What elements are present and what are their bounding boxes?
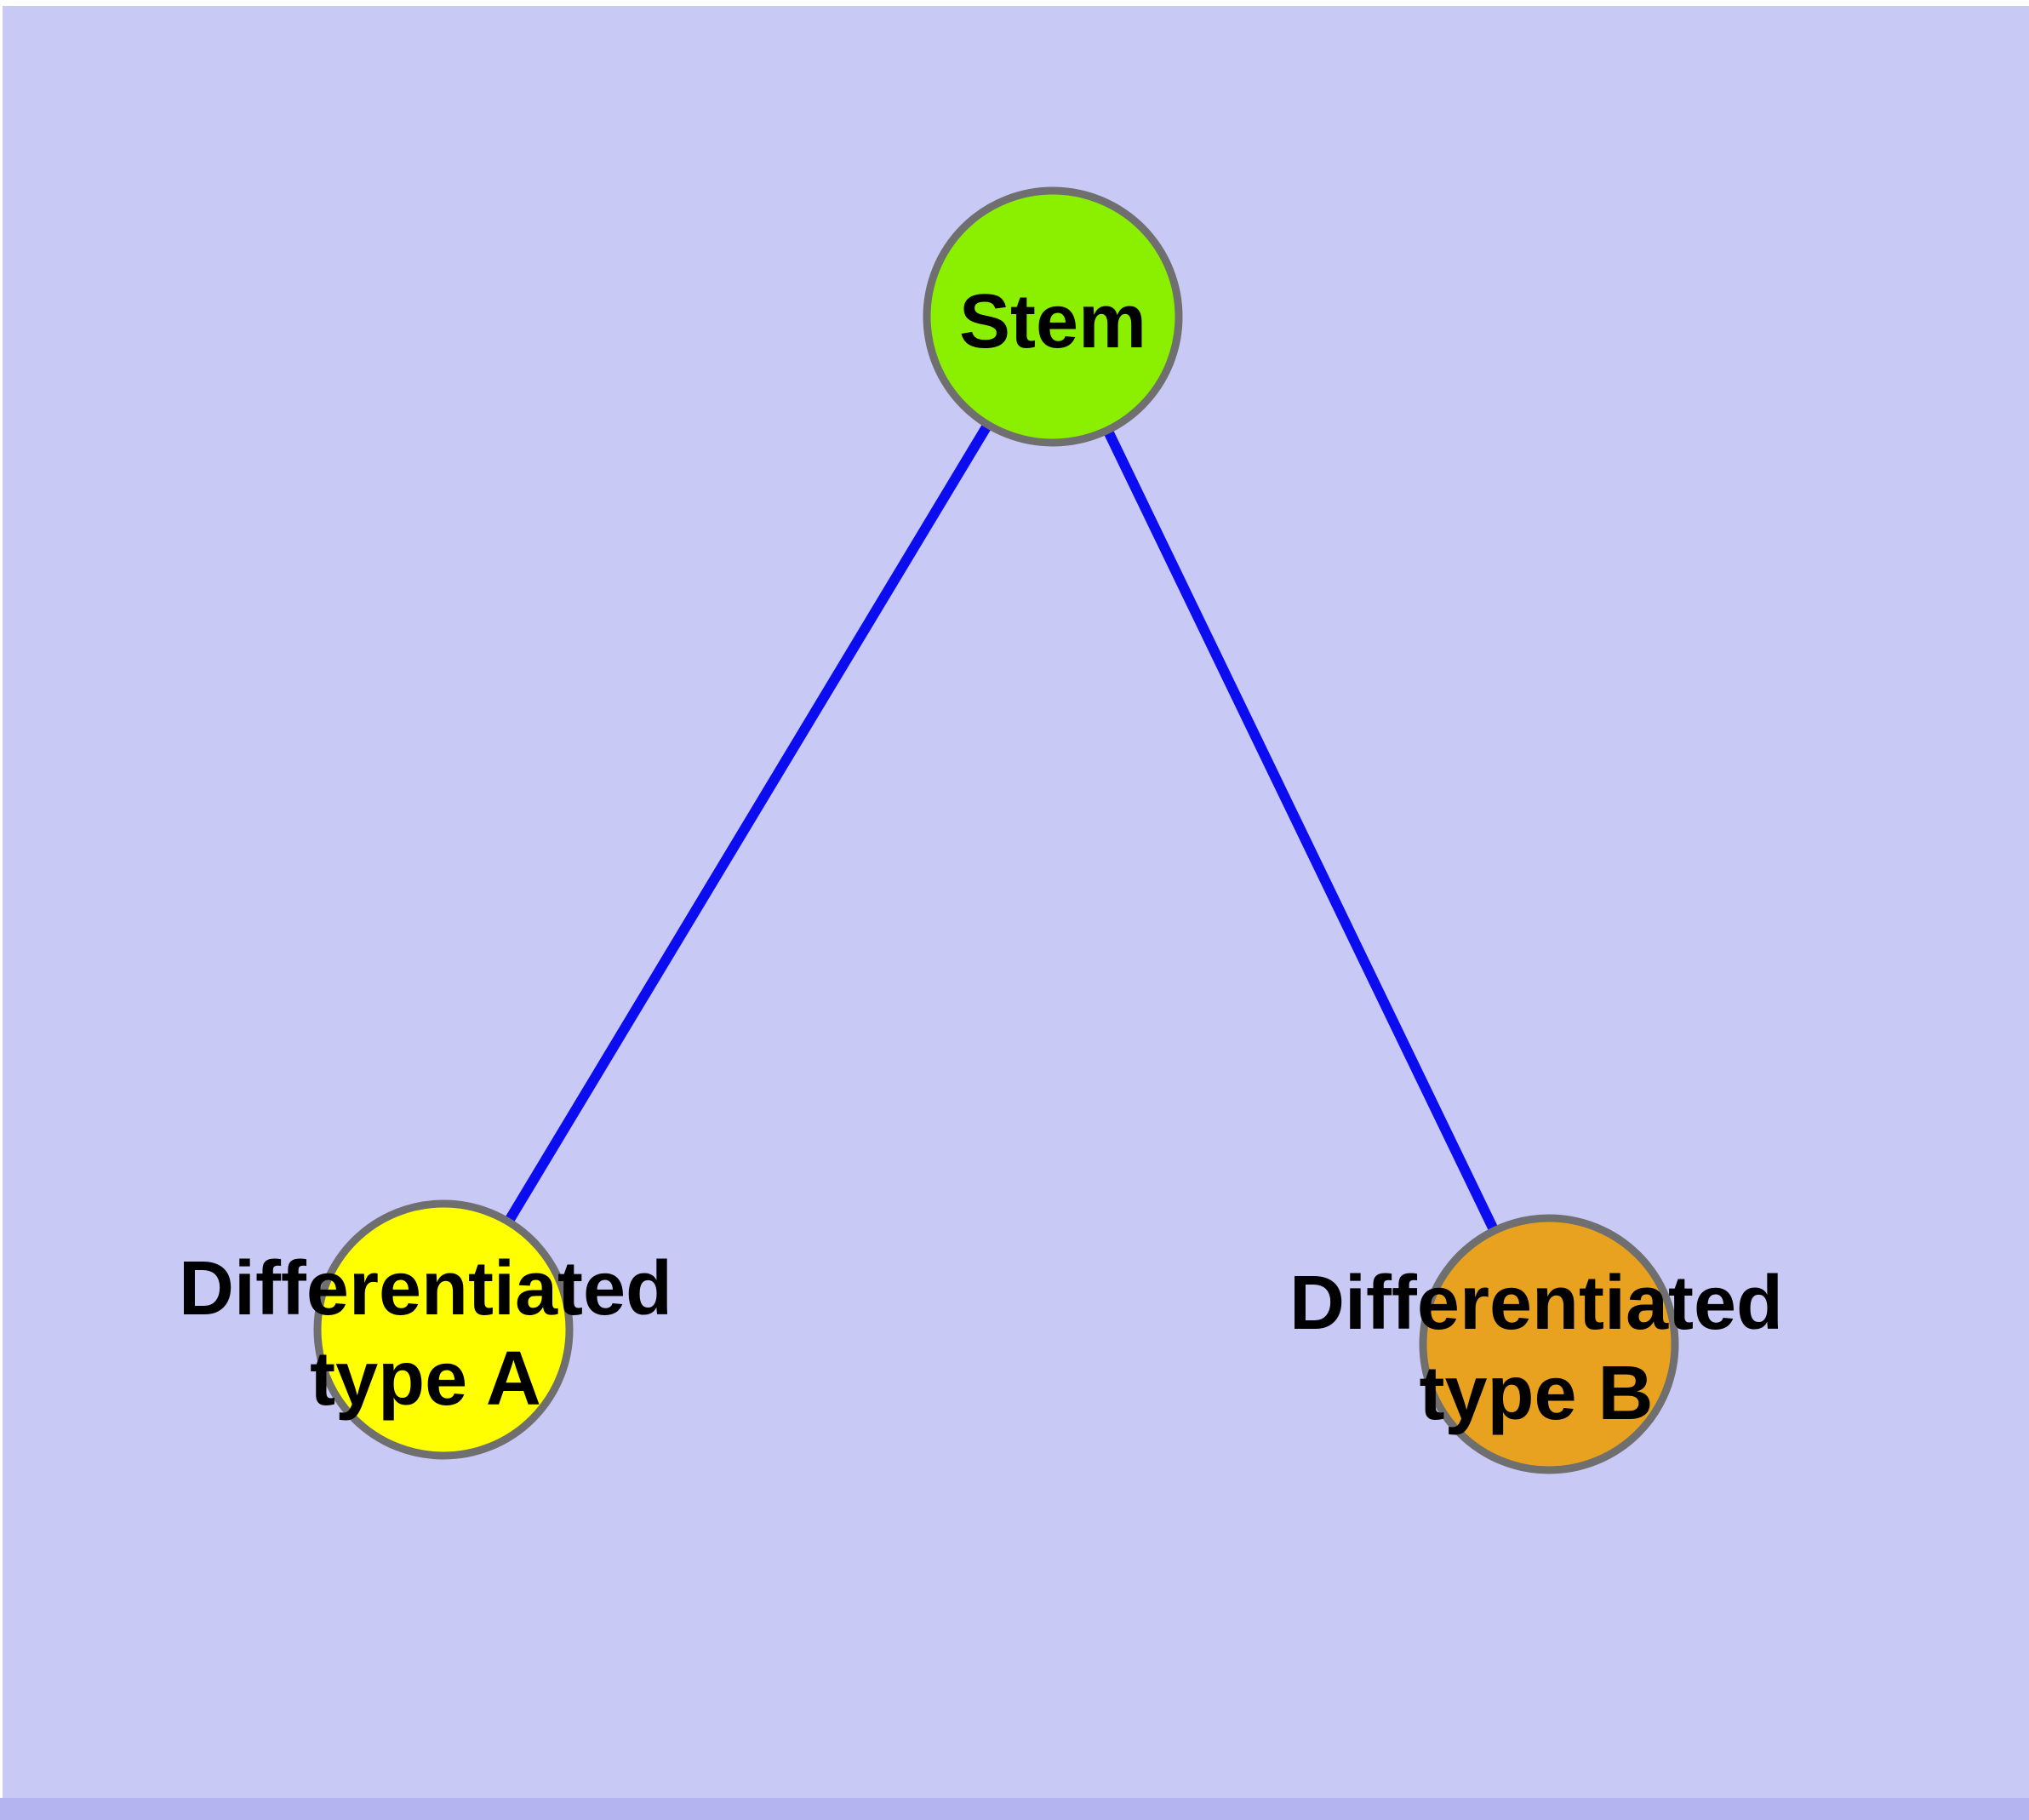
node-type-a-label-line2: type A <box>310 1336 541 1422</box>
node-type-b-label-line2: type B <box>1419 1351 1653 1436</box>
node-stem-circle <box>923 186 1183 447</box>
node-type-a-circle <box>313 1199 574 1460</box>
node-type-a-label-line1: Differentiated <box>179 1246 672 1331</box>
edges <box>438 313 1554 1347</box>
edge-stem-to-type-a <box>438 313 1058 1333</box>
node-type-b-label-line1: Differentiated <box>1289 1261 1783 1346</box>
edge-stem-to-type-b <box>1048 314 1554 1347</box>
node-type-b-circle <box>1419 1214 1679 1474</box>
node-stem-label: Stem <box>959 279 1146 364</box>
nodes <box>313 186 1679 1474</box>
bottom-strip <box>0 1798 2029 1820</box>
node-labels: Stem Differentiated type A Differentiate… <box>179 279 1783 1436</box>
